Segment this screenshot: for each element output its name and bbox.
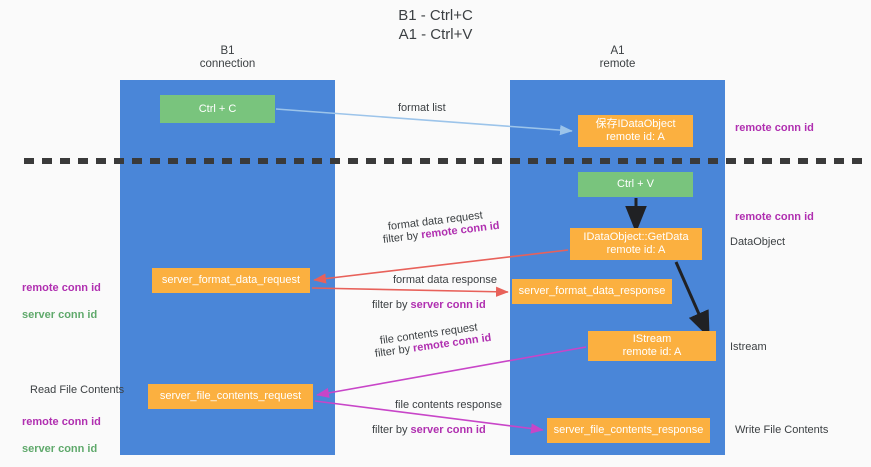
node-server-file-contents-request[interactable]: server_file_contents_request bbox=[148, 384, 313, 409]
label-left-read-file-contents: Read File Contents bbox=[30, 384, 125, 396]
label-right-remote-conn-id-mid: remote conn id bbox=[735, 211, 814, 223]
label-right-remote-conn-id-top: remote conn id bbox=[735, 122, 814, 134]
node-ctrl-c[interactable]: Ctrl + C bbox=[160, 95, 275, 123]
caption-format-data-response-filter: filter by server conn id bbox=[372, 298, 486, 312]
label-left-conn-ids-top: remote conn id server conn id bbox=[22, 268, 101, 322]
caption-filter-by-2: filter by bbox=[372, 299, 411, 311]
divider-dashed-line bbox=[24, 158, 864, 164]
caption-filter-by-4: filter by bbox=[372, 424, 411, 436]
column-header-b1: B1 connection bbox=[199, 45, 256, 70]
node-server-format-data-response[interactable]: server_format_data_response bbox=[512, 279, 672, 304]
arrow-format-data-response bbox=[311, 286, 509, 297]
label-right-write-file-contents: Write File Contents bbox=[735, 424, 829, 436]
caption-server-conn-id-1: server conn id bbox=[410, 299, 486, 311]
label-left-remote-conn-id: remote conn id bbox=[22, 281, 101, 294]
label-right-dataobject: DataObject bbox=[730, 236, 786, 248]
node-server-file-contents-response[interactable]: server_file_contents_response bbox=[547, 418, 710, 443]
caption-server-conn-id-2: server conn id bbox=[410, 424, 486, 436]
caption-format-list: format list bbox=[398, 102, 446, 114]
node-ctrl-v[interactable]: Ctrl + V bbox=[578, 172, 693, 197]
label-left-server-conn-id-2: server conn id bbox=[22, 442, 98, 455]
caption-file-contents-response: file contents response bbox=[395, 399, 503, 411]
node-istream[interactable]: IStream remote id: A bbox=[588, 331, 716, 361]
label-right-istream: Istream bbox=[730, 341, 767, 353]
caption-file-contents-response-filter: filter by server conn id bbox=[372, 423, 486, 437]
node-server-format-data-request[interactable]: server_format_data_request bbox=[152, 268, 310, 293]
page-title: B1 - Ctrl+C A1 - Ctrl+V bbox=[398, 7, 473, 43]
label-left-conn-ids-bottom: remote conn id server conn id bbox=[22, 402, 101, 456]
caption-filter-by-3: filter by bbox=[374, 342, 414, 360]
caption-format-data-response: format data response bbox=[393, 274, 497, 286]
node-save-idataobject[interactable]: 保存IDataObject remote id: A bbox=[578, 115, 693, 147]
label-left-remote-conn-id-2: remote conn id bbox=[22, 415, 101, 428]
caption-filter-by-1: filter by bbox=[382, 229, 422, 246]
node-idataobject-getdata[interactable]: IDataObject::GetData remote id: A bbox=[570, 228, 702, 260]
label-left-server-conn-id: server conn id bbox=[22, 308, 98, 321]
column-header-a1: A1 remote bbox=[599, 45, 636, 70]
